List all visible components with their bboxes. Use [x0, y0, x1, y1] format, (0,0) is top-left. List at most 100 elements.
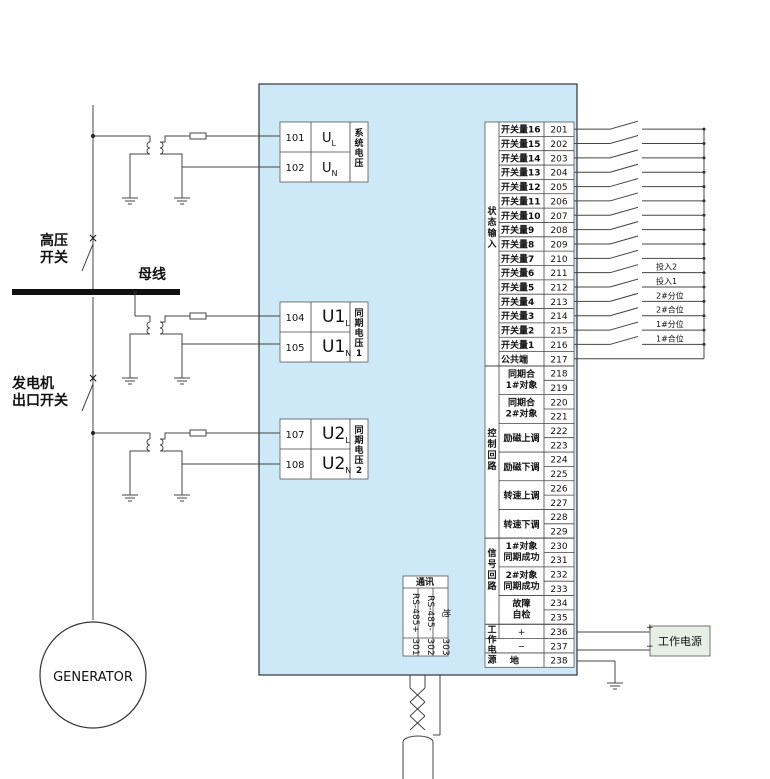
terminal-number: 210	[550, 255, 567, 265]
wire	[160, 315, 190, 323]
hv-switch-label-1: 高压	[40, 232, 68, 249]
control-item-name: 同期合	[508, 397, 536, 409]
signal-subscript: L	[345, 319, 350, 328]
comm-channel-label: RS-485-	[425, 595, 435, 631]
transformer-coil	[146, 321, 151, 335]
terminal-number: 218	[550, 370, 567, 380]
terminal-number: 220	[550, 398, 567, 408]
terminal-number: 211	[550, 269, 567, 279]
status-input-name: 开关量15	[501, 138, 541, 150]
terminal-number: 213	[550, 298, 567, 308]
terminal-number: 217	[550, 355, 567, 365]
contact-blade	[609, 135, 639, 145]
signal-item-name: 同期成功	[503, 551, 539, 563]
contact-blade	[609, 321, 639, 331]
terminal-number: 107	[285, 430, 304, 441]
psu-minus: −	[646, 642, 654, 652]
contact-blade	[609, 178, 639, 188]
contact-blade	[609, 149, 639, 159]
terminal-number: 104	[285, 313, 304, 324]
signal-item-name: 1#对象	[506, 540, 538, 552]
power-supply-label: 工作电源	[658, 634, 702, 648]
wire	[129, 450, 150, 495]
terminal-number: 229	[550, 527, 567, 537]
signal-name: U1	[322, 337, 345, 357]
status-input-name: 开关量12	[501, 181, 541, 193]
cable-sheath	[402, 735, 434, 779]
external-contact-label: 2#分位	[656, 290, 684, 300]
hv-switch-x: ×	[88, 231, 98, 245]
contact-blade	[609, 335, 639, 345]
contact-blade	[609, 235, 639, 245]
power-group-label: 工作电源	[487, 624, 496, 665]
status-input-name: 开关量10	[501, 210, 541, 222]
signal-name: U	[322, 161, 332, 176]
contact-blade	[609, 307, 639, 317]
status-input-name: 开关量1	[501, 339, 534, 351]
transformer-coil	[159, 321, 164, 335]
control-item-name: 2#对象	[506, 408, 538, 420]
terminal-number: 222	[550, 427, 567, 437]
twisted-pair	[409, 687, 426, 703]
comm-terminal-number: 302	[425, 638, 435, 655]
status-input-name: 开关量7	[501, 253, 534, 265]
terminal-number: 207	[550, 212, 567, 222]
hv-switch-label-2: 开关	[40, 249, 68, 266]
terminal-number: 215	[550, 327, 567, 337]
status-input-name: 开关量2	[501, 325, 534, 337]
voltage-signal: UL	[322, 131, 337, 148]
terminal-number: 214	[550, 312, 567, 322]
terminal-number: 208	[550, 226, 567, 236]
terminal-number: 209	[550, 240, 567, 250]
voltage-signal: U1N	[322, 337, 351, 358]
terminal-number: 230	[550, 542, 567, 552]
terminal-number: 231	[550, 556, 567, 566]
twisted-pair	[409, 701, 426, 717]
terminal-number: 238	[550, 657, 567, 667]
control-item-name: 同期合	[508, 368, 536, 380]
twisted-pair	[409, 715, 426, 731]
status-input-name: 开关量11	[501, 195, 541, 207]
terminal-number: 212	[550, 284, 567, 294]
comm-block	[402, 575, 449, 657]
external-contact-label: 投入2	[656, 262, 677, 272]
wire	[129, 153, 150, 198]
terminal-number: 203	[550, 154, 567, 164]
control-group-label: 控制回路	[487, 427, 497, 472]
power-row-name: +	[518, 628, 526, 638]
status-input-name: 开关量4	[501, 296, 534, 308]
signal-item-name: 同期成功	[503, 580, 539, 592]
generator-label: GENERATOR	[53, 670, 133, 685]
gen-switch-label-1: 发电机	[11, 375, 54, 392]
status-input-name: 开关量6	[501, 267, 534, 279]
wire	[160, 135, 190, 143]
comm-group-label: 通讯	[416, 576, 434, 588]
terminal-number: 216	[550, 341, 567, 351]
status-input-name: 开关量3	[501, 310, 534, 322]
wire	[160, 432, 190, 440]
signal-subscript: N	[345, 349, 351, 358]
terminal-number: 236	[550, 628, 567, 638]
fuse	[189, 429, 207, 437]
control-item-name: 1#对象	[506, 379, 538, 391]
wire	[129, 333, 150, 378]
gen-switch-blade	[81, 383, 94, 412]
power-row-name: −	[518, 642, 526, 652]
contact-blade	[609, 206, 639, 216]
signal-item-name: 故障	[512, 598, 530, 610]
control-item-name: 励磁下调	[503, 461, 539, 473]
terminal-number: 102	[285, 163, 304, 174]
comm-terminal-number: 303	[440, 638, 450, 655]
terminal-number: 108	[285, 460, 304, 471]
terminal-number: 223	[550, 441, 567, 451]
junction	[91, 134, 95, 138]
generator-circle	[39, 621, 147, 729]
status-input-name: 开关量14	[501, 152, 541, 164]
status-input-name: 开关量13	[501, 167, 541, 179]
junction	[91, 431, 95, 435]
